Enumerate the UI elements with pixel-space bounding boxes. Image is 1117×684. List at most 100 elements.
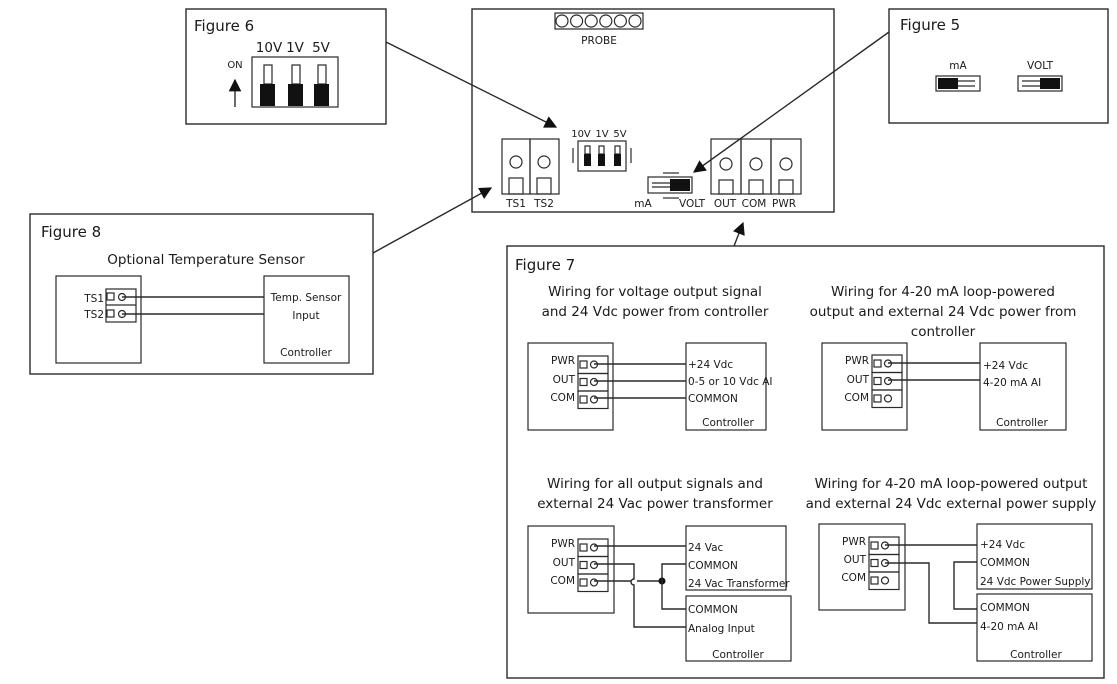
screw-terminal xyxy=(883,394,893,403)
arrow-figure8-to-ts xyxy=(372,187,493,254)
dip-label-5v: 5V xyxy=(613,129,626,140)
figure-7-title: Figure 7 xyxy=(515,256,575,274)
panel-voltage-output: Wiring for voltage output signal and 24 … xyxy=(527,284,773,431)
jumper-ma-icon xyxy=(935,75,981,92)
controller-line: +24 Vdc xyxy=(983,360,1028,372)
figure-8-heading: Optional Temperature Sensor xyxy=(107,252,305,268)
figure-6-title: Figure 6 xyxy=(194,17,254,35)
controller-line: +24 Vdc xyxy=(688,359,733,371)
screw-terminal xyxy=(880,576,890,585)
controller-line: Input xyxy=(292,310,319,322)
probe-pin xyxy=(555,14,569,28)
jumper-label-volt: VOLT xyxy=(679,198,706,210)
screw-terminal xyxy=(589,578,599,587)
panel-24vdc-power-supply: Wiring for 4-20 mA loop-powered output a… xyxy=(806,476,1097,662)
controller-label: Controller xyxy=(702,417,754,429)
arrow-figure5-to-jumper xyxy=(692,31,890,173)
board-mode-jumper[interactable]: mA VOLT xyxy=(634,172,706,210)
power-supply-line: COMMON xyxy=(980,557,1030,569)
panel-heading: output and external 24 Vdc power from xyxy=(810,304,1077,320)
panel-heading: controller xyxy=(911,324,976,340)
on-label: ON xyxy=(227,60,242,71)
jumper-label-ma: mA xyxy=(634,198,652,210)
panel-heading: Wiring for all output signals and xyxy=(547,476,763,492)
probe-label: PROBE xyxy=(581,35,617,47)
probe-connector: PROBE xyxy=(554,12,644,47)
figure-5: Figure 5 mA VOLT xyxy=(888,8,1109,124)
figure-8: Figure 8 Optional Temperature Sensor TS1… xyxy=(29,213,374,375)
panel-heading: and external 24 Vdc external power suppl… xyxy=(806,496,1097,512)
power-supply-line: 24 Vdc Power Supply xyxy=(980,576,1091,588)
figure-6: Figure 6 10V 1V 5V ON xyxy=(185,8,387,125)
controller-label: Controller xyxy=(280,347,332,359)
probe-pin xyxy=(628,14,642,28)
screw-terminal xyxy=(589,543,599,552)
terminal-label: OUT xyxy=(553,374,576,386)
controller-label: Controller xyxy=(1010,649,1062,661)
switch-label-1v: 1V xyxy=(286,40,305,56)
switch-label-10v: 10V xyxy=(256,40,283,56)
dip-label-10v: 10V xyxy=(571,129,591,140)
controller-box xyxy=(263,275,350,364)
controller-line: COMMON xyxy=(980,602,1030,614)
screw-terminal xyxy=(883,376,893,386)
terminal-ts1: TS1 xyxy=(83,293,104,305)
terminal-block-ts: TS1 TS2 xyxy=(501,138,560,210)
panel-heading: and 24 Vdc power from controller xyxy=(542,304,769,320)
controller-line: 4-20 mA AI xyxy=(983,377,1041,389)
panel-heading: external 24 Vac power transformer xyxy=(537,496,773,512)
option-label-volt: VOLT xyxy=(1027,60,1054,72)
terminal-label: COM xyxy=(841,572,866,584)
terminal-ts2: TS2 xyxy=(83,309,104,321)
terminal-block xyxy=(577,355,609,410)
transformer-line: 24 Vac xyxy=(688,542,724,554)
sensor-module-box xyxy=(55,275,142,364)
terminal-label: COM xyxy=(550,392,575,404)
controller-line: COMMON xyxy=(688,604,738,616)
terminal-label-pwr: PWR xyxy=(772,198,796,210)
probe-pin xyxy=(584,14,598,28)
screw-terminal xyxy=(589,395,599,404)
probe-pin xyxy=(613,14,628,28)
controller-line: 0-5 or 10 Vdc AI xyxy=(688,376,773,388)
terminal-label: COM xyxy=(844,392,869,404)
controller-label: Controller xyxy=(996,417,1048,429)
arrow-figure7-to-terminals xyxy=(733,221,745,247)
screw-terminal xyxy=(589,377,599,387)
controller-line: COMMON xyxy=(688,393,738,405)
controller-line: 4-20 mA AI xyxy=(980,621,1038,633)
terminal-label-ts1: TS1 xyxy=(505,198,526,210)
terminal-label: COM xyxy=(550,575,575,587)
terminal-label: PWR xyxy=(551,355,575,367)
panel-heading: Wiring for 4-20 mA loop-powered output xyxy=(815,476,1088,492)
panel-heading: Wiring for voltage output signal xyxy=(548,284,762,300)
terminal-label-com: COM xyxy=(742,198,767,210)
terminal-label: PWR xyxy=(551,538,575,550)
probe-pin xyxy=(599,14,613,28)
figure-5-title: Figure 5 xyxy=(900,16,960,34)
transformer-line: COMMON xyxy=(688,560,738,572)
screw-terminal xyxy=(589,560,599,570)
transformer-line: 24 Vac Transformer xyxy=(688,578,790,590)
terminal-block-out: OUT COM PWR xyxy=(710,138,802,210)
board: PROBE 10V 1V 5V mA VOLT xyxy=(471,8,835,213)
terminal-block xyxy=(577,538,609,593)
panel-loop-powered-controller: Wiring for 4-20 mA loop-powered output a… xyxy=(810,284,1077,431)
controller-line: Temp. Sensor xyxy=(270,292,342,304)
figure-8-title: Figure 8 xyxy=(41,223,101,241)
terminal-label: OUT xyxy=(847,374,870,386)
board-dip-switch[interactable]: 10V 1V 5V xyxy=(571,129,632,172)
arrow-figure6-to-dip xyxy=(385,41,558,128)
dip-label-1v: 1V xyxy=(595,129,608,140)
option-label-ma: mA xyxy=(949,60,967,72)
terminal-label: PWR xyxy=(845,355,869,367)
jumper-volt-icon xyxy=(1017,75,1063,92)
controller-label: Controller xyxy=(712,649,764,661)
terminal-label: PWR xyxy=(842,536,866,548)
terminal-block xyxy=(871,354,903,409)
terminal-label-out: OUT xyxy=(714,198,737,210)
terminal-label: OUT xyxy=(553,557,576,569)
terminal-label-ts2: TS2 xyxy=(533,198,554,210)
switch-label-5v: 5V xyxy=(312,40,331,56)
